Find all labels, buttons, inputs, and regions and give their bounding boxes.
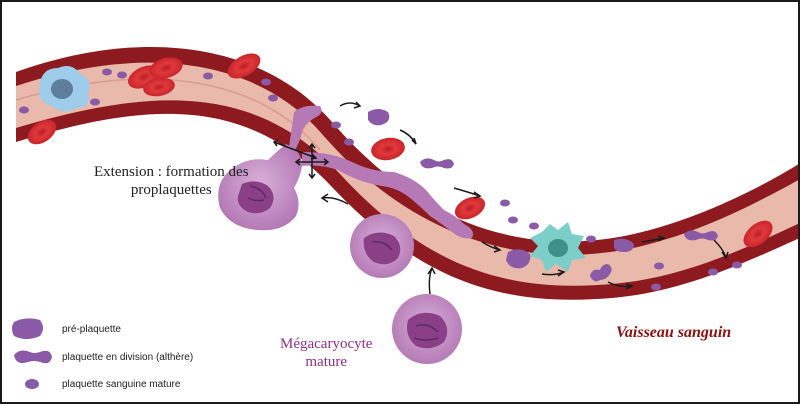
megakaryocyte-label-line2: mature bbox=[305, 354, 348, 370]
pre-platelet-icon bbox=[12, 318, 43, 339]
megakaryocyte-label: Mégacaryocyte mature bbox=[280, 335, 372, 371]
vessel-wall bbox=[16, 47, 798, 300]
white-cell-blue bbox=[39, 66, 90, 112]
legend-item-dividing-platelet: plaquette en division (althère) bbox=[62, 346, 193, 368]
extension-label-line1: Extension : formation des bbox=[94, 164, 249, 180]
vessel-label: Vaisseau sanguin bbox=[616, 324, 732, 341]
extension-label: Extension : formation des proplaquettes bbox=[94, 163, 249, 199]
flow-arrows bbox=[320, 101, 729, 295]
proplatelet-extension bbox=[289, 105, 473, 239]
vessel-lumen bbox=[16, 62, 798, 286]
legend-label: pré-plaquette bbox=[62, 323, 121, 335]
megakaryocyte-mature bbox=[392, 294, 462, 364]
legend-label: plaquette sanguine mature bbox=[62, 378, 181, 390]
legend-item-mature-platelet: plaquette sanguine mature bbox=[62, 373, 180, 395]
mature-platelet-icon bbox=[25, 379, 39, 389]
white-cell-teal bbox=[530, 222, 586, 272]
extension-label-line2: proplaquettes bbox=[130, 182, 212, 198]
legend-label: plaquette en division (althère) bbox=[62, 351, 194, 363]
megakaryocyte-migrating bbox=[350, 214, 414, 278]
dividing-platelet-icon bbox=[14, 350, 52, 364]
extension-arrows bbox=[272, 139, 330, 180]
megakaryocyte-label-line1: Mégacaryocyte bbox=[280, 336, 373, 352]
legend-item-pre-platelet: pré-plaquette bbox=[62, 318, 121, 340]
dividing-platelets bbox=[420, 158, 718, 282]
megakaryocyte-attached bbox=[218, 144, 302, 231]
mature-platelets bbox=[19, 68, 742, 291]
pre-platelets bbox=[368, 109, 634, 269]
red-blood-cells bbox=[27, 53, 773, 248]
